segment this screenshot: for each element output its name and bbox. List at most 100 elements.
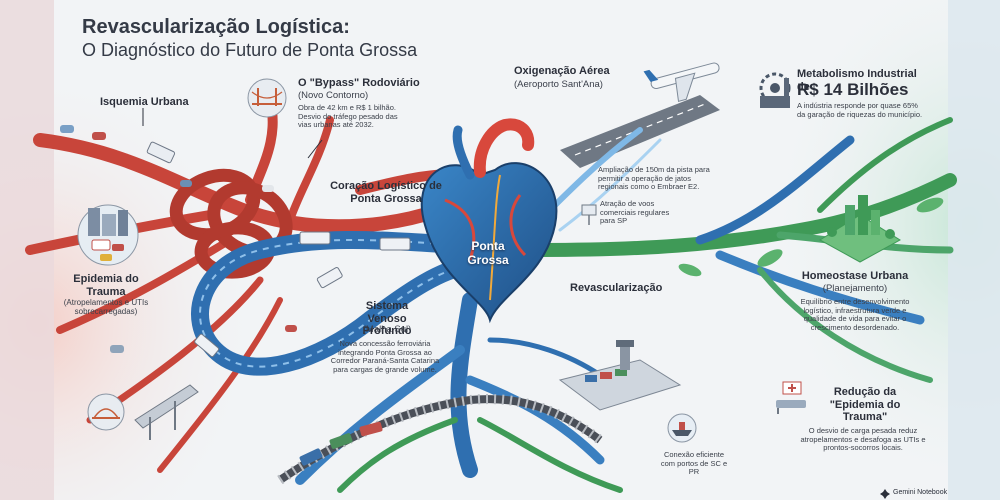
right-edge-band [948,0,1000,500]
portos-text: Conexão eficiente com portos de SC e PR [660,450,728,477]
venoso-title: Sistema Venoso Profundo [362,300,412,338]
green-branch-2 [715,250,925,325]
airplane-tail [643,69,659,82]
metabolismo-title: Metabolismo Industrial de [797,68,917,93]
sparkle [880,489,890,499]
oxigenacao-text1: Ampliação de 150m da pista para permitir… [598,165,710,192]
artery-branch-2 [56,236,234,334]
homeostase-subtitle: (Planejamento) [822,283,888,294]
port-terminal [558,340,682,411]
leaf-1 [757,249,783,267]
bridge-icon [247,78,287,118]
green-city-tower-1 [845,205,855,235]
train-car-3 [359,421,383,437]
leaf-3 [916,197,944,213]
epidemia-subtitle: (Atropelamentos e UTIs sobrecarregadas) [63,298,149,317]
green-city-tree-1 [827,227,837,237]
page-title: Revascularização Logística: [82,16,350,38]
isquemia-title: Isquemia Urbana [100,96,189,108]
reducao-text: O desvio de carga pesada reduz atropelam… [800,426,926,453]
vehicles [60,125,411,357]
background-left-glow [0,60,380,500]
oxigenacao-text2: Atração de voos comerciais regulares par… [600,199,670,226]
port-base [558,359,682,411]
venoso-subtitle: (Malha Sul) [362,324,412,335]
bypass-road-lane [199,239,471,368]
control-tower [620,345,630,370]
train-car-1 [299,448,323,466]
homeostase-title: Homeostase Urbana [801,270,909,282]
car-4 [262,185,274,192]
vein-branch-1 [295,345,465,485]
revascularizacao-label: Revascularização [570,282,663,294]
green-network [533,117,957,383]
truck-1 [146,141,176,164]
bridge-icon-bottom-arch [93,408,119,419]
heart-artery [452,125,475,180]
page-subtitle: O Diagnóstico do Futuro de Ponta Grossa [82,40,418,60]
vein-branch-3 [337,417,458,493]
vein-branch-4 [477,417,623,493]
oxigenacao-subtitle: (Aeroporto Sant'Ana) [514,79,603,90]
airplane [643,62,720,102]
artery-branch-4 [157,297,283,473]
car-3 [180,180,192,187]
factory-chimney [784,78,789,98]
runway-sign-post [581,204,597,216]
airplane-wing [674,72,696,102]
rail-sleepers [277,394,603,485]
ship-hull [672,430,692,436]
truck-3 [379,237,411,251]
ambulance [91,239,111,251]
pointer-bypass [307,139,323,159]
leaves [678,197,944,277]
green-city-tower-2 [858,195,868,235]
logo-sparkle-icon [880,489,890,499]
venoso-text: Nova concessão ferroviária integrando Po… [330,339,440,374]
bypass-subtitle: (Novo Contorno) [298,90,369,101]
container-3 [615,369,627,376]
car-6 [110,345,124,353]
ship-icon [667,413,697,443]
heart-vessel-3 [489,174,501,301]
container-1 [585,375,597,382]
oxigenacao-title: Oxigenação Aérea [514,65,610,77]
bypass-title: O "Bypass" Rodoviário [298,77,420,89]
heart-title: Coração Logístico de Ponta Grossa [330,180,442,205]
traffic-car-a [112,244,124,251]
epidemia-title: Epidemia do Trauma [73,273,139,298]
hospital-building-3 [118,210,128,236]
vein-branch-5 [487,337,603,378]
gear-icon-hub [770,83,780,93]
bypass-text: Obra de 42 km e R$ 1 bilhão. Desvio do t… [298,103,398,130]
green-branch-4 [757,267,933,383]
vein-branch-2 [465,375,605,465]
overpass-illustration [134,384,199,440]
leaf-2 [678,263,702,277]
vein-network [295,292,623,493]
truck-4 [316,267,343,289]
artery-main [33,133,447,234]
hospital-traffic-icon [77,204,139,266]
homeostase-text: Equilíbrio entre desenvolvimento logísti… [800,297,910,332]
heart-vessel-2 [509,194,527,257]
truck-2 [299,231,331,245]
heart-shape [420,162,558,324]
air-stream-2 [558,138,662,232]
hospital-building-2 [102,214,116,236]
artery-branch-6 [286,116,334,224]
bridge-icon-bottom-circle [87,393,125,431]
car-2 [92,132,106,140]
heart-center-label: Ponta Grossa [467,239,509,267]
metabolismo-value: R$ 14 Bilhões [797,80,909,99]
hospital-building-1 [88,208,100,236]
green-city-tower-3 [871,210,880,235]
green-branch-1 [695,135,855,245]
car-1 [60,125,74,133]
bridge-icon-bottom [87,393,125,431]
metabolismo-text: A indústria responde por quase 65% da ga… [797,101,923,119]
container-2 [600,372,612,379]
factory-gear-icon [759,72,791,108]
bridge-icon-cable [251,91,283,99]
